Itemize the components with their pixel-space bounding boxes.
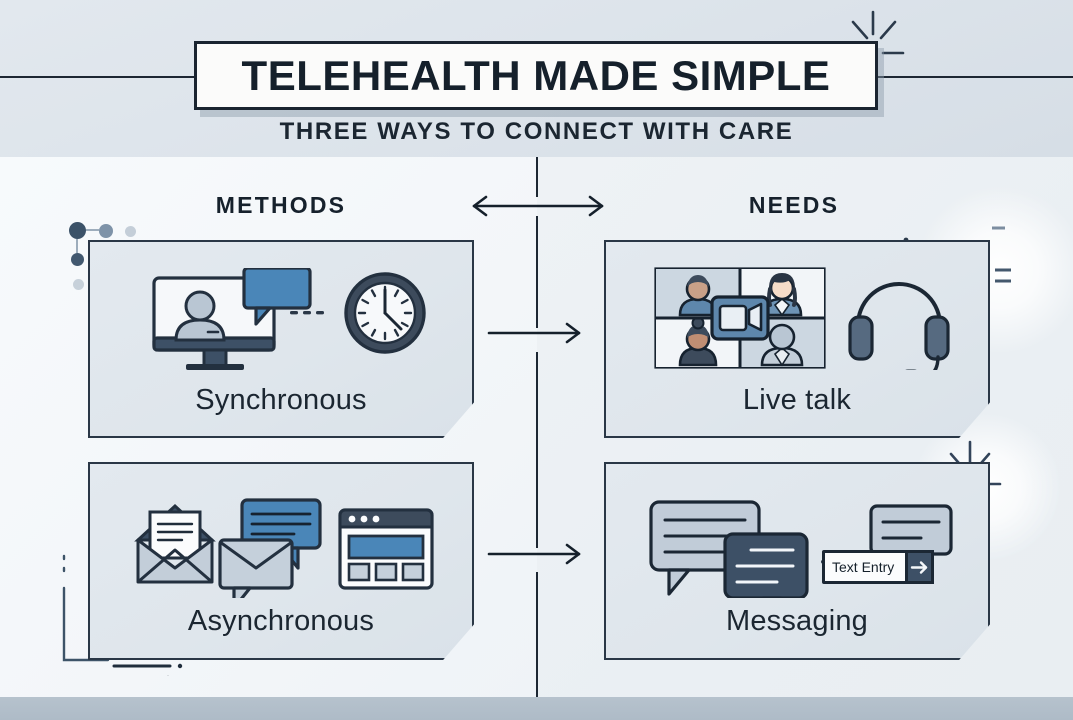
chat-bubble-dark-icon	[723, 532, 809, 598]
live-talk-artwork	[654, 267, 950, 370]
browser-window-icon	[338, 508, 434, 590]
asynchronous-artwork	[134, 498, 434, 598]
flow-arrow-row2-icon	[487, 543, 581, 565]
message-card-icon	[869, 504, 953, 556]
center-divider-segment	[536, 216, 538, 328]
participant-avatar	[760, 323, 804, 367]
title-box: TELEHEALTH MADE SIMPLE	[194, 41, 878, 110]
participant-avatar	[678, 316, 718, 367]
page-title: TELEHEALTH MADE SIMPLE	[241, 51, 831, 99]
center-divider-segment	[536, 352, 538, 548]
card-label-messaging: Messaging	[725, 605, 869, 637]
page-subtitle: THREE WAYS TO CONNECT WITH CARE	[279, 118, 794, 145]
speech-bubble-icon	[242, 268, 312, 326]
card-label-asynchronous: Asynchronous	[187, 605, 375, 637]
methods-column-label: METHODS	[215, 192, 347, 218]
card-label-live-talk: Live talk	[742, 384, 852, 416]
synchronous-artwork	[152, 268, 426, 370]
video-camera-icon	[710, 295, 770, 341]
messaging-artwork	[649, 500, 953, 598]
card-label-synchronous: Synchronous	[195, 384, 367, 416]
arrow-right-icon	[910, 560, 928, 574]
flow-arrow-row1-icon	[487, 322, 581, 344]
center-divider-segment	[536, 572, 538, 697]
send-button[interactable]	[905, 550, 934, 584]
video-grid-icon	[654, 267, 826, 369]
participant-avatar	[761, 273, 803, 317]
needs-column-label: NEEDS	[748, 192, 840, 218]
clock-icon	[344, 272, 426, 354]
center-divider-segment	[536, 157, 538, 197]
double-headed-arrow-icon	[472, 195, 604, 217]
envelope-bubble-icon	[218, 538, 294, 598]
monitor-person-icon	[152, 276, 276, 370]
open-envelope-icon	[134, 503, 216, 584]
chat-bubble-icon	[240, 498, 322, 570]
participant-avatar	[678, 275, 718, 317]
headset-icon	[848, 282, 950, 370]
text-entry-label: Text Entry	[832, 559, 895, 575]
dotted-connector-icon	[290, 311, 324, 315]
footer-band	[0, 697, 1073, 720]
